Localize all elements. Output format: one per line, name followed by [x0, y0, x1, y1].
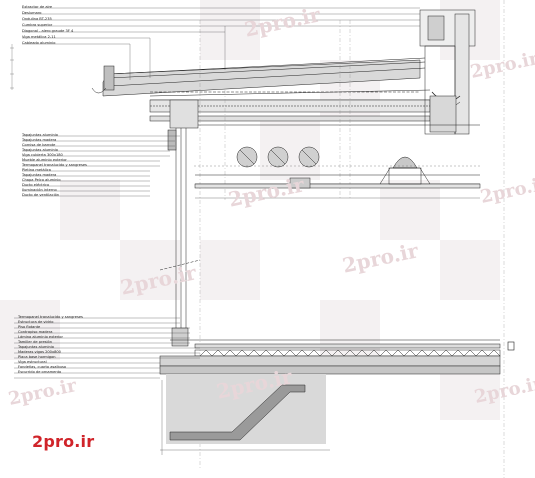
- label-middle-5: Viga cubierta 300x180: [22, 153, 63, 157]
- label-bottom-11: Fondeñas, cuarto asalbuso: [18, 365, 67, 369]
- label-bottom-1: Termopanel tranalucido y sangreses: [18, 315, 83, 319]
- label-middle-12: Iluminación interno: [22, 188, 57, 192]
- label-middle-13: Ducto de ventilación: [22, 193, 60, 197]
- label-bottom-4: Contrapiso madera: [18, 330, 53, 334]
- label-bottom-8: Maderas vigas 200x800: [18, 350, 61, 354]
- label-bottom-3: Piso flotante: [18, 325, 41, 329]
- label-top-1: Extractor de aire: [22, 5, 53, 9]
- label-top-7: Cableado aluminio: [22, 41, 56, 45]
- label-middle-1: Tapajuntas aluminio: [22, 133, 58, 137]
- label-middle-7: Termopanel tranalucido y sangreses: [22, 163, 87, 167]
- facade-wall: [159, 99, 201, 347]
- label-top-5: Diagonal - alero graude 3F 4: [22, 29, 74, 33]
- label-top-3: Ondulina BT-235: [22, 17, 52, 21]
- label-bottom-12: Escurrido de ornamento: [18, 370, 62, 374]
- label-middle-9: Tapajuntas madera: [22, 173, 57, 177]
- floor-slab: [159, 339, 515, 455]
- label-middle-10: Chapa Pelco aluminio: [22, 178, 61, 182]
- label-middle-3: Cornisa de barrote: [22, 143, 56, 147]
- parapet-stair: [419, 9, 476, 135]
- dimension-ticks: [10, 44, 480, 167]
- label-middle-2: Tapajuntas madera: [22, 138, 57, 142]
- label-middle-6: Mueble aluminio exterior: [22, 158, 67, 162]
- label-top-6: Viga metálica 2-11: [22, 35, 56, 39]
- leader-lines: [14, 7, 420, 379]
- label-middle-11: Ducto eléctrico: [22, 183, 50, 187]
- label-top-4: Cumbra superior: [22, 23, 53, 27]
- label-bottom-2: Estructura de vidrio: [18, 320, 54, 324]
- label-middle-8: Pletina metálica: [22, 168, 51, 172]
- label-top-2: Deslumaro: [22, 11, 42, 15]
- ceiling-cavity: [194, 124, 481, 199]
- label-bottom-7: Tapajuntas aluminio: [18, 345, 54, 349]
- label-bottom-6: Tamiller de presión: [18, 340, 53, 344]
- label-middle-4: Tapajuntas aluminio: [22, 148, 58, 152]
- label-bottom-10: Viga estructural: [18, 360, 47, 364]
- label-bottom-9: Placa base hormigon: [18, 355, 56, 359]
- brand-logo-text: 2pro.ir: [32, 432, 95, 451]
- label-bottom-5: Lámina aluminio exterior: [18, 335, 63, 339]
- roof-assembly: [91, 57, 431, 122]
- grid-axes: [199, 0, 505, 478]
